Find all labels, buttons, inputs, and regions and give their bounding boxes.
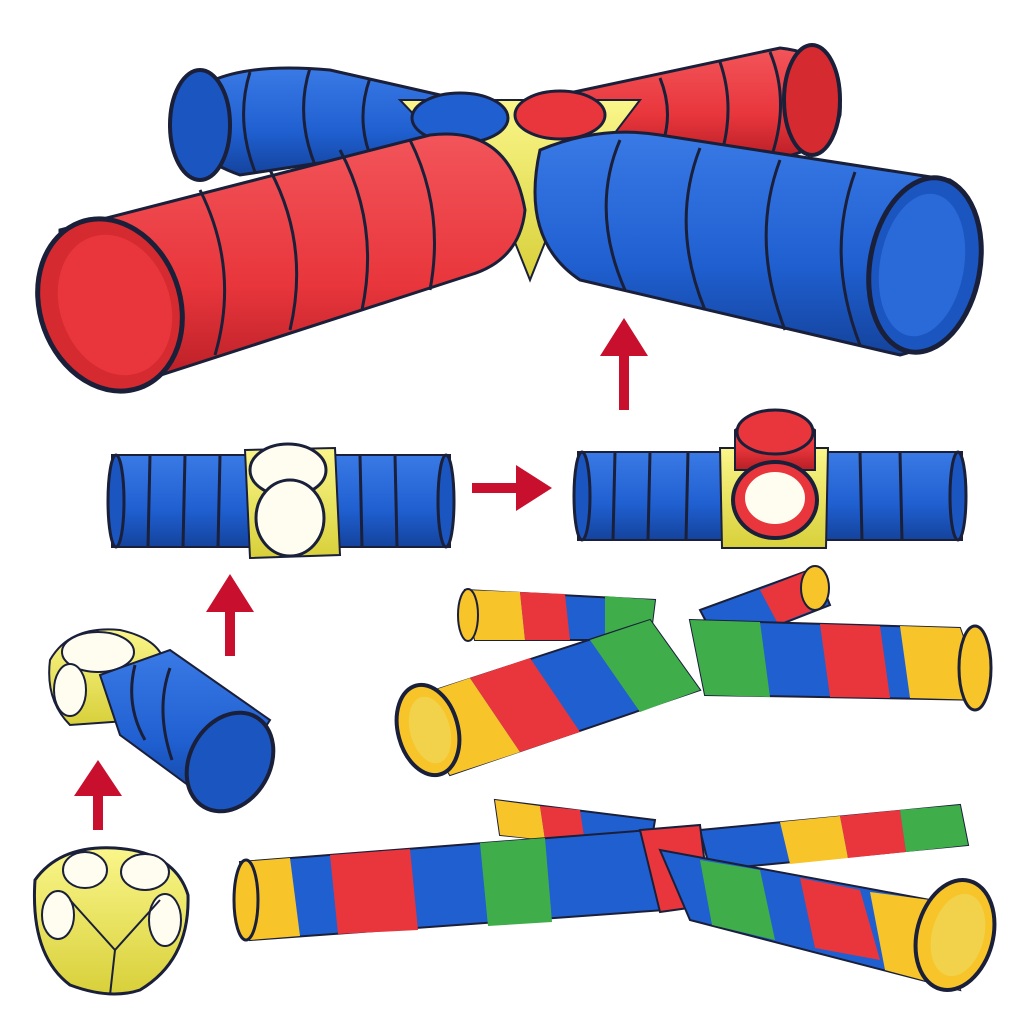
cross-tunnel-large: [35, 43, 984, 394]
arrow-up-icon: [74, 760, 122, 830]
arrow-up-icon: [600, 318, 648, 410]
rainbow-front-tunnel: [394, 618, 993, 778]
rainbow-lower-back: [493, 798, 970, 872]
rainbow-cross-lower: [232, 798, 997, 992]
rainbow-cross-upper: [394, 565, 993, 778]
rainbow-lower-front: [232, 823, 997, 992]
front-red-tunnel: [35, 132, 527, 394]
hub-with-blue-tunnel: [48, 628, 276, 814]
three-way-tunnel: [572, 408, 968, 549]
straight-tunnel-with-hub: [106, 442, 456, 560]
arrow-up-icon: [206, 574, 254, 656]
yellow-hub-small: [32, 846, 190, 996]
arrow-right-icon: [472, 465, 552, 511]
front-blue-tunnel: [533, 130, 984, 357]
